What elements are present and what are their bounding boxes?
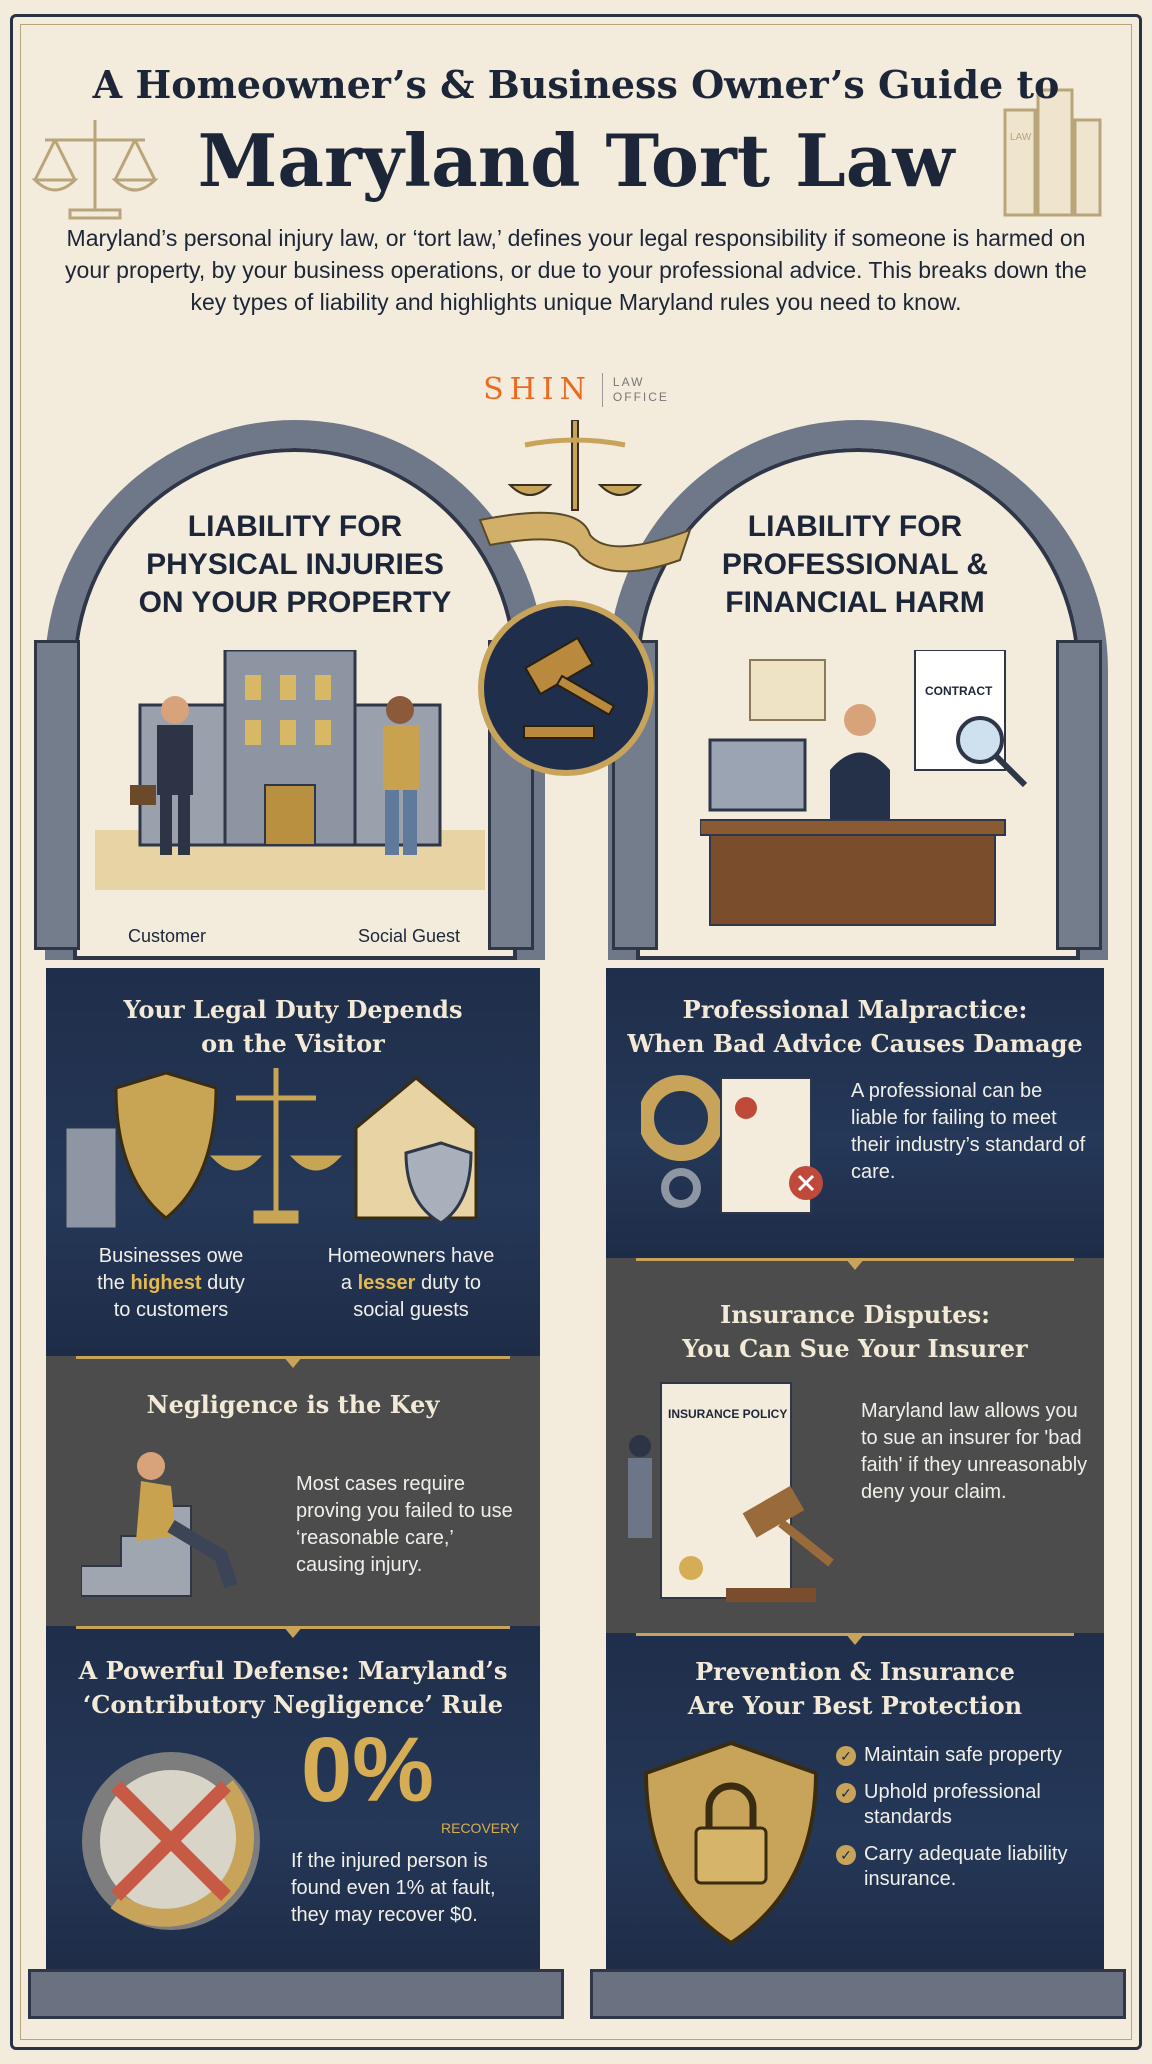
section-title: Negligence is the Key [146, 1390, 440, 1419]
svg-text:INSURANCE POLICY: INSURANCE POLICY [668, 1407, 787, 1421]
gavel-icon [523, 636, 616, 739]
insurance-disputes-section: Insurance Disputes:You Can Sue Your Insu… [606, 1258, 1104, 1633]
shield-lock-icon [643, 1740, 819, 1946]
guest-figure [383, 696, 419, 855]
section-divider [636, 1633, 1074, 1645]
outer-frame [10, 14, 1142, 2050]
customer-label: Customer [128, 926, 207, 946]
law-books-icon: LAW [1003, 88, 1102, 217]
shield-scales-house-icons [66, 1068, 478, 1228]
logo-sub2: OFFICE [612, 390, 669, 404]
no-recovery-icon [82, 1752, 260, 1930]
contributory-negligence-section: A Powerful Defense: Maryland’s‘Contribut… [46, 1626, 540, 1969]
section-divider [76, 1626, 510, 1638]
building-visitors-illustration [95, 650, 485, 890]
checklist-item: ✓Carry adequate liability insurance. [836, 1842, 1091, 1892]
page-subtitle: A Homeowner’s & Business Owner’s Guide t… [92, 62, 1060, 107]
ribbon-banner [478, 511, 692, 573]
zero-percent-stat: 0% [301, 1719, 434, 1821]
scales-icon [31, 120, 159, 220]
left-outer-pillar [34, 640, 80, 950]
contributory-text: If the injured person is found even 1% a… [291, 1850, 496, 1926]
logo-sub1: LAW [612, 375, 645, 389]
logo-divider [601, 373, 603, 407]
inner-frame [20, 24, 1132, 2040]
gavel-medallion [478, 600, 654, 776]
section-title: Insurance Disputes:You Can Sue Your Insu… [682, 1300, 1028, 1363]
intro-text: Maryland’s personal injury law, or ‘tort… [65, 225, 1087, 315]
svg-text:LAW: LAW [1010, 132, 1032, 143]
center-scales-icon [507, 420, 643, 511]
logo-name: SHIN [483, 372, 592, 407]
professional-desk-illustration: CONTRACT [700, 650, 1028, 926]
malpractice-text: A professional can be liable for failing… [851, 1080, 1086, 1183]
right-pillar-base [590, 1969, 1126, 2019]
left-pillar-base [28, 1969, 564, 2019]
broken-gear-document-icon [641, 1075, 823, 1214]
falling-person-icon [81, 1452, 238, 1597]
section-title: Professional Malpractice:When Bad Advice… [627, 995, 1083, 1058]
recovery-label: RECOVERY [441, 1820, 520, 1836]
malpractice-section: Professional Malpractice:When Bad Advice… [606, 968, 1104, 1258]
insurance-policy-gavel-icon: INSURANCE POLICY [628, 1382, 834, 1602]
section-divider [76, 1356, 510, 1368]
negligence-section: Negligence is the Key Most cases require… [46, 1356, 540, 1626]
right-outer-pillar [1056, 640, 1102, 950]
page-title: Maryland Tort Law [197, 118, 955, 203]
checklist-item: ✓Uphold professional standards [836, 1780, 1091, 1830]
checklist-item: ✓Maintain safe property [836, 1743, 1091, 1768]
section-divider [636, 1258, 1074, 1270]
social-guest-label: Social Guest [358, 926, 461, 946]
check-icon: ✓ [836, 1845, 856, 1865]
section-title: A Powerful Defense: Maryland’s‘Contribut… [78, 1656, 508, 1719]
prevention-checklist: ✓Maintain safe property ✓Uphold professi… [836, 1743, 1091, 1904]
customer-figure [130, 696, 193, 855]
insurance-text: Maryland law allows you to sue an insure… [861, 1400, 1088, 1503]
check-icon: ✓ [836, 1783, 856, 1803]
svg-text:CONTRACT: CONTRACT [925, 684, 993, 698]
check-icon: ✓ [836, 1746, 856, 1766]
negligence-text: Most cases require proving you failed to… [296, 1473, 513, 1576]
